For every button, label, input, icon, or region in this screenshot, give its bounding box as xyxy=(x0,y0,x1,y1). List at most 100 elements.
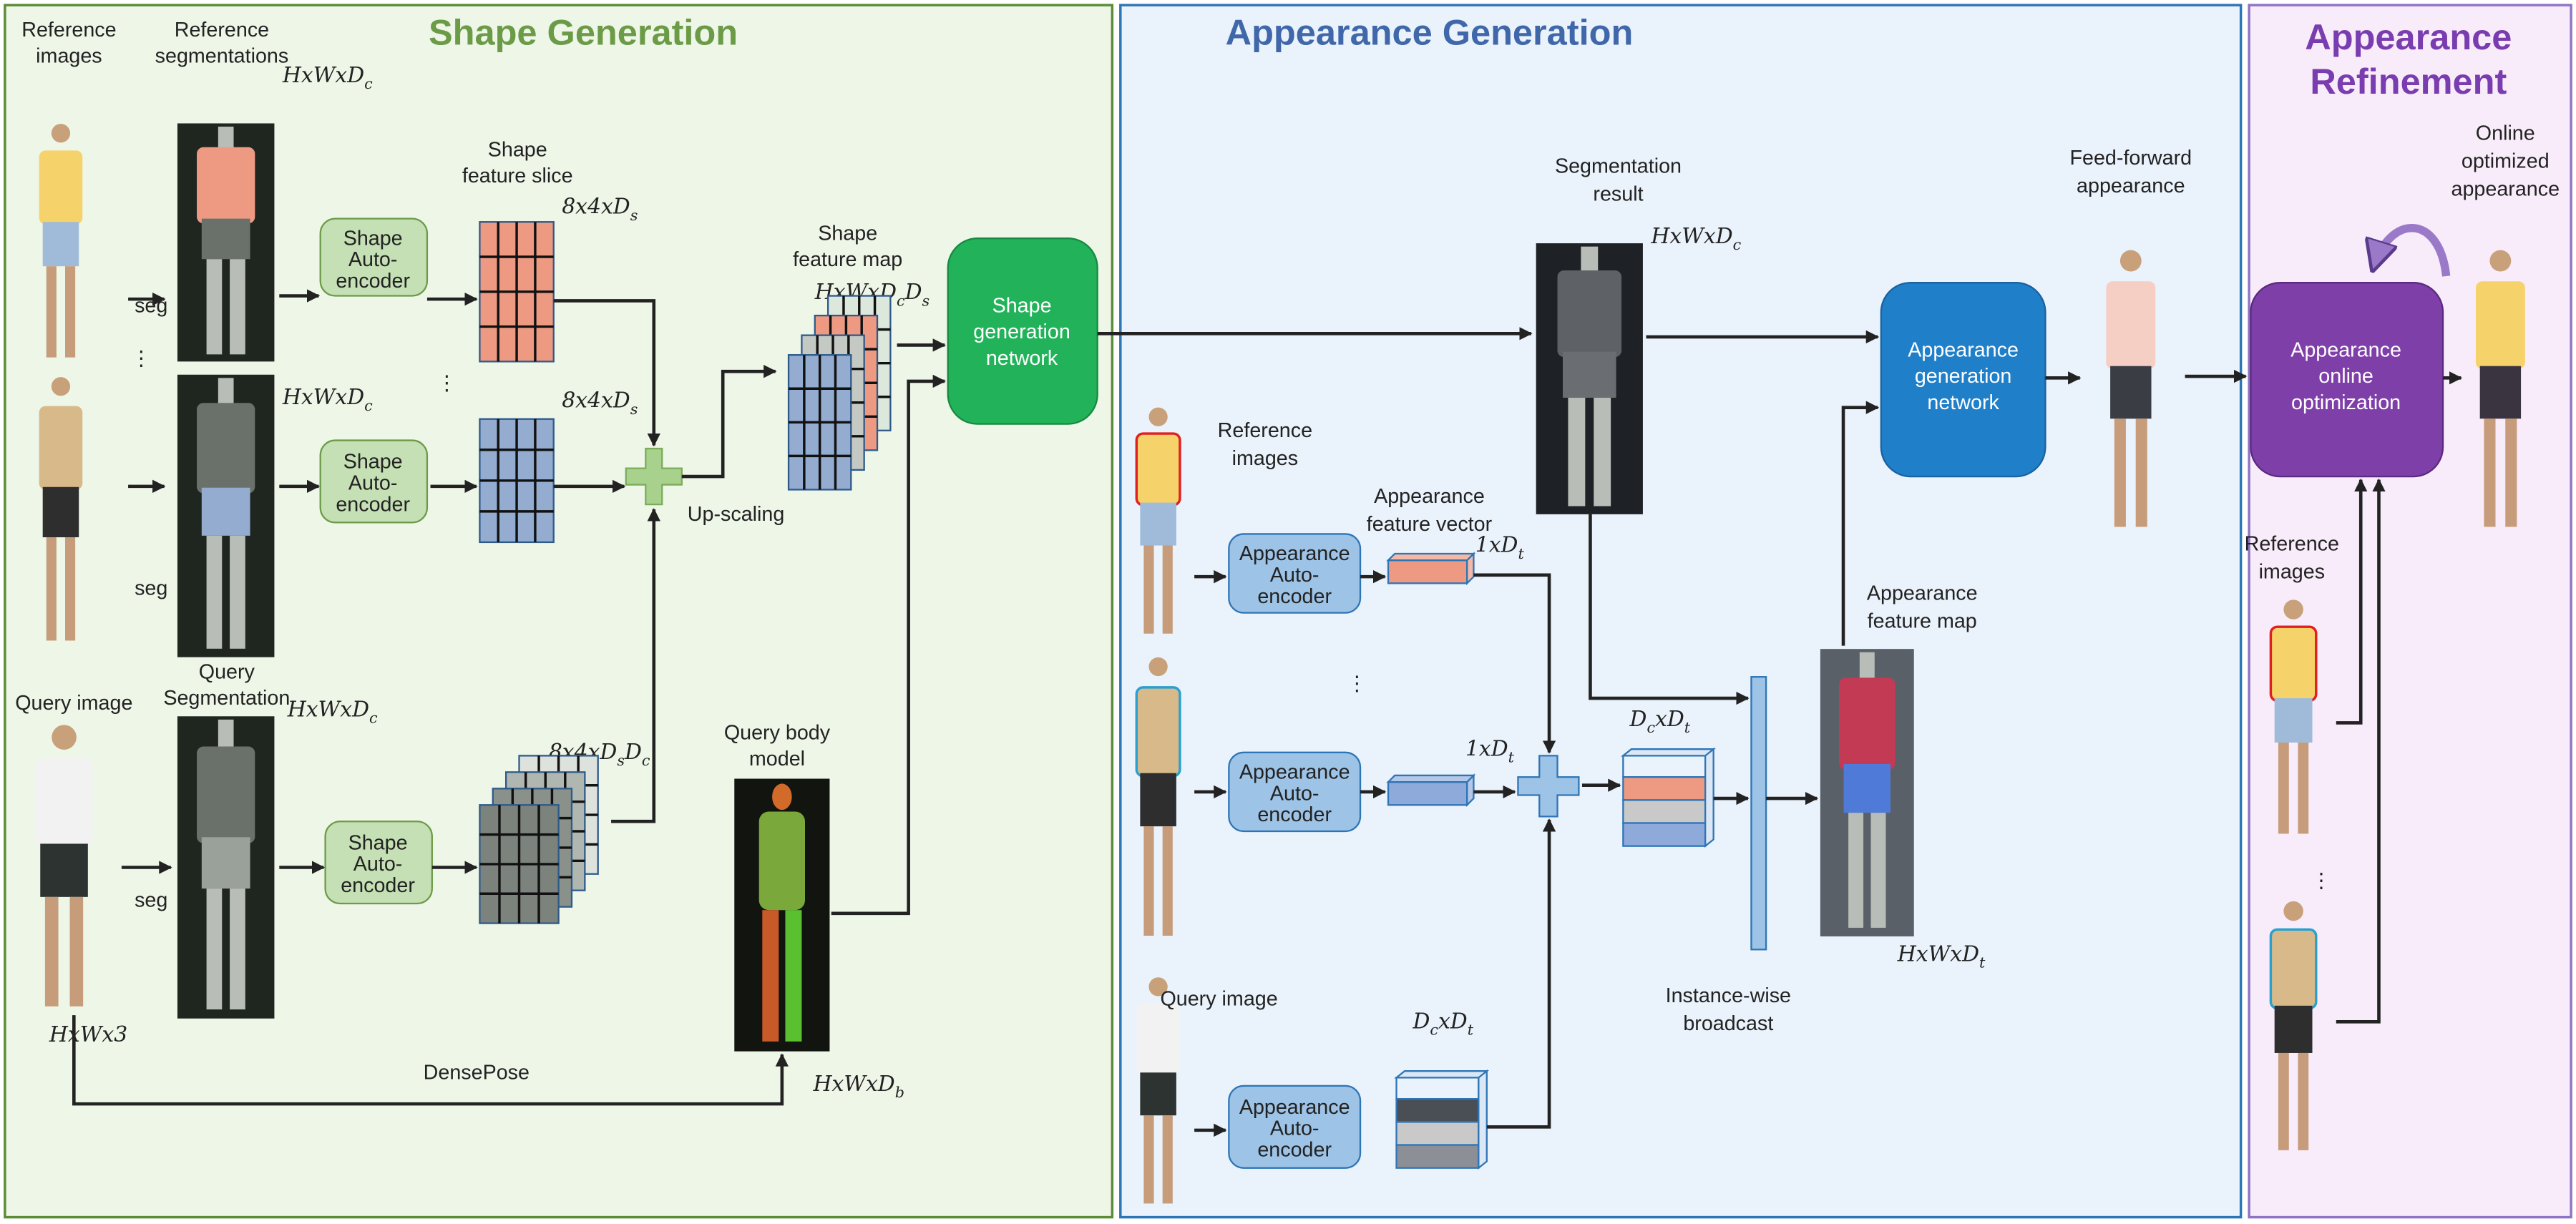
online-optimized-label: appearance xyxy=(2451,177,2560,200)
top-segment xyxy=(1839,677,1896,770)
leg xyxy=(1162,545,1173,634)
leg-segment xyxy=(206,888,223,1010)
upscaling-label: Up-scaling xyxy=(688,503,785,526)
seg-label: seg xyxy=(135,889,167,912)
appearance-autoencoder-box: Appearance Auto- encoder xyxy=(1228,533,1362,614)
feature-map-label: Shape xyxy=(818,222,877,245)
appearance-autoencoder-box: Appearance Auto- encoder xyxy=(1228,751,1362,833)
ref-images-label: Reference xyxy=(2245,532,2339,555)
ref-images-label: Reference xyxy=(21,19,116,41)
densepose-label: DensePose xyxy=(424,1062,530,1085)
leg-segment xyxy=(206,535,223,649)
leg xyxy=(44,896,59,1007)
aggregation-plus-icon xyxy=(1517,755,1580,818)
online-optimized-label: optimized xyxy=(2462,150,2550,172)
head xyxy=(1859,652,1875,678)
head xyxy=(772,783,792,811)
ellipsis-icon: ⋮ xyxy=(1347,672,1367,695)
stacked-feature-block xyxy=(1621,747,1716,848)
dim-label: 1xDt xyxy=(1465,736,1515,765)
feature-slice-blue xyxy=(479,418,555,544)
query-segmentation-label: Segmentation xyxy=(163,687,290,710)
feed-forward-label: appearance xyxy=(2077,175,2185,197)
leg-segment xyxy=(230,535,245,649)
dim-label: 8x4xDs xyxy=(562,388,638,418)
head xyxy=(218,719,234,747)
leg xyxy=(785,910,802,1042)
seg-label: seg xyxy=(135,577,167,599)
leg xyxy=(2484,418,2496,527)
svg-text:Auto-: Auto- xyxy=(353,853,403,876)
shape-autoencoder-box: Shape Auto- encoder xyxy=(319,217,429,297)
svg-text:Appearance: Appearance xyxy=(1239,542,1350,565)
svg-text:generation: generation xyxy=(1915,365,2012,388)
segmentation-result-label: result xyxy=(1593,182,1643,205)
leg xyxy=(762,910,779,1042)
bottom xyxy=(1140,502,1176,546)
bottom xyxy=(42,486,79,538)
feature-vector-blue xyxy=(1386,773,1476,808)
leg xyxy=(1162,1115,1173,1204)
bottom-segment xyxy=(201,218,250,260)
top xyxy=(1135,432,1181,506)
leg xyxy=(2298,1052,2309,1150)
feature-slice-red xyxy=(479,221,555,363)
broadcast-label: broadcast xyxy=(1683,1012,1773,1035)
head xyxy=(52,725,77,750)
top xyxy=(2269,928,2318,1010)
leg xyxy=(2505,418,2517,527)
shape-autoencoder-box: Shape Auto- encoder xyxy=(319,439,429,524)
svg-text:Shape: Shape xyxy=(992,294,1052,317)
dim-label: HxWxDb xyxy=(812,1072,904,1101)
svg-text:encoder: encoder xyxy=(1257,585,1332,608)
bottom xyxy=(2274,698,2313,743)
bottom-segment xyxy=(1843,763,1891,813)
leg xyxy=(2298,743,2309,834)
ref-images-label: images xyxy=(1232,447,1298,470)
query-image xyxy=(35,725,93,1007)
reference-image-2 xyxy=(1135,657,1181,936)
bottom-segment xyxy=(201,487,250,536)
dim-label: HxWxDc xyxy=(282,63,373,92)
feature-map-label: Appearance xyxy=(1867,582,1978,604)
segmentation-result-label: Segmentation xyxy=(1555,155,1682,177)
head xyxy=(2489,250,2512,272)
feature-slice-label: feature slice xyxy=(462,165,573,187)
appearance-feature-map-image xyxy=(1820,649,1914,936)
broadcast-label: Instance-wise xyxy=(1666,984,1791,1007)
dim-label: HxWxDt xyxy=(1897,941,1986,971)
query-body-model-image xyxy=(734,778,830,1052)
reference-image-2 xyxy=(39,377,83,641)
svg-text:Appearance: Appearance xyxy=(1239,1096,1350,1119)
top xyxy=(35,758,93,847)
svg-text:encoder: encoder xyxy=(341,874,415,897)
svg-text:online: online xyxy=(2318,365,2373,388)
torso xyxy=(758,811,805,911)
leg-segment xyxy=(1870,813,1886,928)
ellipsis-icon: ⋮ xyxy=(436,371,457,394)
bottom xyxy=(42,222,79,267)
reference-image-1 xyxy=(1135,407,1181,634)
top-segment xyxy=(197,746,255,843)
svg-text:Shape: Shape xyxy=(348,831,408,854)
shape-generation-network-box: Shape generation network xyxy=(947,238,1098,425)
loop-arrow-icon xyxy=(2374,224,2451,277)
bottom xyxy=(40,843,88,897)
reference-image-1 xyxy=(2269,599,2318,834)
bottom-segment xyxy=(1562,351,1616,398)
svg-text:network: network xyxy=(1927,391,1999,414)
leg-segment xyxy=(1848,813,1864,928)
head xyxy=(2119,250,2142,272)
appearance-generation-title: Appearance Generation xyxy=(1226,11,1634,52)
head xyxy=(1148,657,1168,677)
svg-text:Appearance: Appearance xyxy=(1908,338,2019,361)
dim-label: 1xDt xyxy=(1475,533,1525,562)
leg xyxy=(46,266,57,358)
top xyxy=(1135,686,1181,778)
ref-segmentations-label: segmentations xyxy=(155,45,289,68)
dim-label: HxWxDc xyxy=(282,385,373,414)
svg-text:Auto-: Auto- xyxy=(1270,564,1319,587)
svg-text:Appearance: Appearance xyxy=(2290,338,2401,361)
head xyxy=(51,124,71,143)
